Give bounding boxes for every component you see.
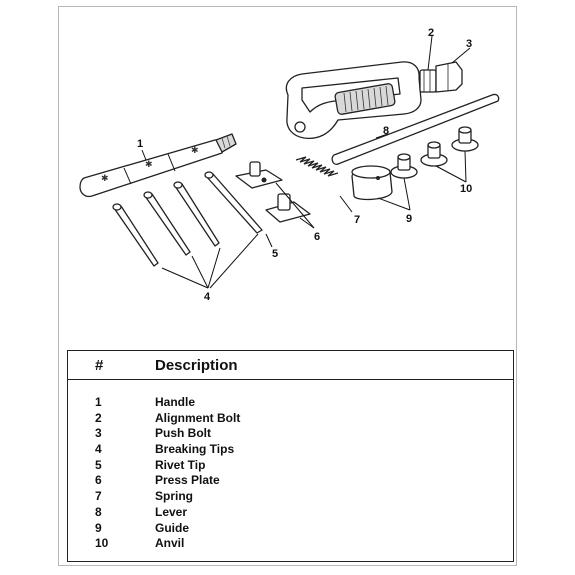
table-row: 5 Rivet Tip [68,458,513,474]
table-body: 1 Handle 2 Alignment Bolt 3 Push Bolt 4 Brea… [68,395,513,552]
header-description: Description [155,357,238,374]
callout-5: 5 [272,248,278,260]
table-row: 7 Spring [68,489,513,505]
callout-1: 1 [137,138,143,150]
callout-6: 6 [314,231,320,243]
svg-text:✱: ✱ [191,146,199,156]
callout-2: 2 [428,27,434,39]
row-description: Handle [155,395,196,409]
callout-3: 3 [466,38,472,50]
exploded-parts-diagram: ✱ ✱ ✱ [79,27,500,303]
handle: ✱ ✱ ✱ [79,133,237,198]
alignment-bolt [419,69,437,93]
row-number: 10 [95,536,109,551]
table-row: 8 Lever [68,505,513,521]
header-number: # [95,357,104,374]
row-number: 5 [95,457,102,472]
row-description: Spring [155,489,193,504]
table-row: 9 Guide [68,521,513,537]
guides [351,153,418,201]
table-row: 10 Anvil [68,536,513,552]
row-number: 4 [95,442,102,457]
leader-lines [141,35,471,289]
callout-4: 4 [204,291,211,303]
row-description: Lever [155,504,188,519]
lever [331,93,500,165]
callout-9: 9 [406,213,412,225]
table-row: 1 Handle [68,395,513,411]
table-row: 3 Push Bolt [68,426,513,442]
row-description: Press Plate [155,473,220,488]
callout-7: 7 [354,214,360,226]
row-description: Anvil [155,536,185,551]
spring [295,156,339,177]
row-number: 2 [95,410,102,425]
press-plates [235,161,311,223]
row-number: 1 [95,395,102,409]
row-description: Push Bolt [155,426,211,441]
table-row: 2 Alignment Bolt [68,411,513,427]
callout-8: 8 [383,125,389,137]
svg-text:✱: ✱ [101,174,109,184]
row-number: 3 [95,426,102,441]
row-number: 8 [95,504,102,519]
row-description: Guide [155,520,190,535]
row-number: 7 [95,489,102,504]
push-bolt [435,61,463,93]
row-number: 9 [95,520,102,535]
callout-10: 10 [460,183,472,195]
table-row: 6 Press Plate [68,473,513,489]
row-description: Breaking Tips [155,442,235,457]
row-description: Alignment Bolt [155,410,241,425]
svg-text:✱: ✱ [145,160,153,170]
anvils [420,126,479,167]
tool-body [285,61,422,140]
table-header: # Description [68,351,513,380]
row-description: Rivet Tip [155,457,206,472]
breaking-tips [112,171,263,267]
row-number: 6 [95,473,102,488]
table-row: 4 Breaking Tips [68,442,513,458]
